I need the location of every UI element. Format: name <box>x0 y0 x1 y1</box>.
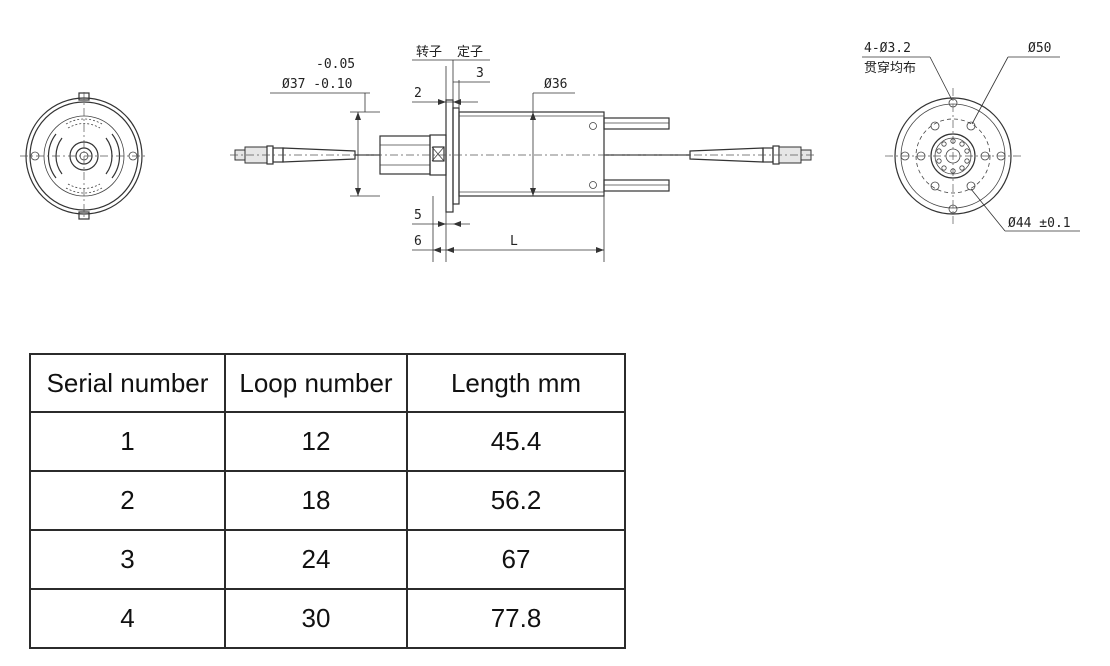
serial-number-cell: 2 <box>29 470 226 531</box>
dimension-length-L: L <box>510 234 518 249</box>
length-cell: 56.2 <box>406 470 626 531</box>
dimension-5: 5 <box>414 208 422 223</box>
rotor-label: 转子 <box>416 45 442 60</box>
table-row: 3 24 67 <box>29 529 626 590</box>
dimension-diameter-50: Ø50 <box>1028 41 1051 56</box>
column-header-length: Length mm <box>406 353 626 413</box>
dimension-6: 6 <box>414 234 422 249</box>
length-cell: 77.8 <box>406 588 626 649</box>
dimension-diameter-44: Ø44 ±0.1 <box>1008 216 1071 231</box>
side-view <box>230 59 815 262</box>
table-row: 1 12 45.4 <box>29 411 626 472</box>
dimension-2: 2 <box>414 86 422 101</box>
tolerance-upper: -0.05 <box>316 57 355 72</box>
column-header-serial-number: Serial number <box>29 353 226 413</box>
stator-label: 定子 <box>457 45 483 60</box>
loop-number-cell: 12 <box>224 411 408 472</box>
tolerance-lower-diameter-37: Ø37 -0.10 <box>282 77 352 92</box>
table-header-row: Serial number Loop number Length mm <box>29 353 626 413</box>
length-cell: 45.4 <box>406 411 626 472</box>
specification-table: Serial number Loop number Length mm 1 12… <box>29 353 626 649</box>
serial-number-cell: 1 <box>29 411 226 472</box>
dimension-3: 3 <box>476 66 484 81</box>
loop-number-cell: 24 <box>224 529 408 590</box>
technical-drawing: -0.05 Ø37 -0.10 转子 定子 3 2 Ø36 5 6 L <box>20 41 1080 262</box>
right-end-view <box>862 56 1080 232</box>
loop-number-cell: 18 <box>224 470 408 531</box>
hole-spec: 4-Ø3.2 <box>864 41 911 56</box>
table-row: 4 30 77.8 <box>29 588 626 649</box>
serial-number-cell: 3 <box>29 529 226 590</box>
column-header-loop-number: Loop number <box>224 353 408 413</box>
serial-number-cell: 4 <box>29 588 226 649</box>
length-cell: 67 <box>406 529 626 590</box>
loop-number-cell: 30 <box>224 588 408 649</box>
table-row: 2 18 56.2 <box>29 470 626 531</box>
hole-distribution-note: 贯穿均布 <box>864 60 916 76</box>
left-end-view <box>20 92 148 220</box>
dimension-diameter-36: Ø36 <box>544 77 567 92</box>
